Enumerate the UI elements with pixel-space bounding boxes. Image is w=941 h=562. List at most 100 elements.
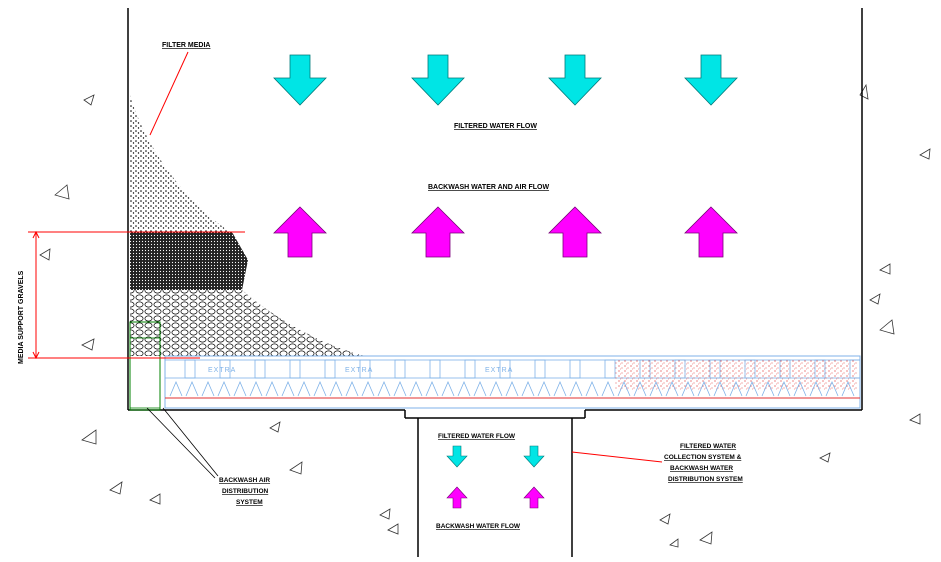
underdrain-arch <box>233 380 247 397</box>
underdrain-arch <box>585 380 599 397</box>
underdrain-arch <box>761 380 775 397</box>
underdrain-nozzle <box>429 359 441 379</box>
underdrain-nozzle <box>254 359 266 379</box>
underdrain-arch <box>649 380 663 397</box>
underdrain-arch <box>809 380 823 397</box>
filter-media-label: FILTER MEDIA <box>162 42 210 49</box>
filtered-flow-arrow-1 <box>273 54 327 106</box>
underdrain-nozzle <box>499 359 511 379</box>
channel-backwash-arrow-1 <box>446 486 468 509</box>
filtered-water-flow-label: FILTERED WATER FLOW <box>454 123 537 130</box>
underdrain-arch <box>569 380 583 397</box>
underdrain-nozzle <box>464 359 476 379</box>
underdrain-label-2: EXTRA <box>345 367 373 374</box>
gravel-layer-coarse <box>130 290 365 356</box>
gravel-layer-dense <box>130 232 248 290</box>
channel-backwash-water-flow-label: BACKWASH WATER FLOW <box>436 523 521 530</box>
underdrain-arch <box>729 380 743 397</box>
backwash-flow-arrows <box>273 206 738 258</box>
filtered-flow-arrow-4 <box>684 54 738 106</box>
underdrain-arch <box>521 380 535 397</box>
underdrain-arch <box>697 380 711 397</box>
media-support-gravels-label: MEDIA SUPPORT GRAVELS <box>18 270 25 364</box>
backwash-water-air-flow-label: BACKWASH WATER AND AIR FLOW <box>428 184 549 191</box>
underdrain-arch <box>217 380 231 397</box>
underdrain-arch <box>777 380 791 397</box>
underdrain-nozzle <box>639 359 651 379</box>
underdrain-arch <box>249 380 263 397</box>
media-support-bracket <box>28 230 245 360</box>
underdrain-arch <box>537 380 551 397</box>
underdrain-arch <box>713 380 727 397</box>
underdrain-arch <box>265 380 279 397</box>
underdrain-arch <box>409 380 423 397</box>
underdrain-arch <box>601 380 615 397</box>
backwash-air-distribution-label: BACKWASH AIR DISTRIBUTION SYSTEM <box>219 477 270 506</box>
underdrain-system: EXTRA EXTRA EXTRA <box>164 355 861 409</box>
underdrain-arch <box>441 380 455 397</box>
underdrain-nozzle <box>289 359 301 379</box>
backwash-flow-arrow-3 <box>548 206 602 258</box>
backwash-flow-arrow-2 <box>411 206 465 258</box>
underdrain-arch <box>377 380 391 397</box>
collection-label-line-1: FILTERED WATER <box>680 443 736 450</box>
underdrain-arch <box>169 380 183 397</box>
underdrain-arch <box>793 380 807 397</box>
underdrain-arch <box>313 380 327 397</box>
channel-backwash-arrow-2 <box>523 486 545 509</box>
backwash-air-label-line-2: DISTRIBUTION <box>222 488 269 495</box>
underdrain-arch <box>185 380 199 397</box>
air-header-box <box>129 337 161 409</box>
collection-system-leader <box>571 451 663 463</box>
underdrain-arch <box>425 380 439 397</box>
underdrain-arch <box>489 380 503 397</box>
underdrain-nozzle <box>674 359 686 379</box>
underdrain-arch <box>825 380 839 397</box>
underdrain-nozzle <box>569 359 581 379</box>
tank-walls <box>127 8 863 411</box>
channel-filtered-arrow-2 <box>523 445 545 468</box>
filter-media-leader <box>149 51 189 136</box>
concrete-hatch <box>39 83 931 548</box>
channel-filtered-water-flow-label: FILTERED WATER FLOW <box>438 433 516 440</box>
filtered-flow-arrows <box>273 54 738 106</box>
underdrain-nozzle <box>709 359 721 379</box>
underdrain-nozzle <box>814 359 826 379</box>
backwash-air-label-line-3: SYSTEM <box>236 499 263 506</box>
effluent-channel <box>404 410 586 557</box>
backwash-air-label-line-1: BACKWASH AIR <box>219 477 270 484</box>
underdrain-nozzle <box>359 359 371 379</box>
underdrain-arch <box>201 380 215 397</box>
backwash-flow-arrow-1 <box>273 206 327 258</box>
underdrain-arch <box>281 380 295 397</box>
collection-system-label: FILTERED WATER COLLECTION SYSTEM & BACKW… <box>664 443 743 483</box>
underdrain-arch <box>745 380 759 397</box>
collection-label-line-2: COLLECTION SYSTEM & <box>664 454 742 461</box>
underdrain-arch <box>345 380 359 397</box>
underdrain-arch <box>505 380 519 397</box>
underdrain-arch <box>553 380 567 397</box>
underdrain-arch <box>633 380 647 397</box>
filtered-flow-arrow-3 <box>548 54 602 106</box>
backwash-air-leaders <box>146 407 219 479</box>
underdrain-label-3: EXTRA <box>485 367 513 374</box>
underdrain-nozzle <box>184 359 196 379</box>
underdrain-arch <box>457 380 471 397</box>
underdrain-nozzle <box>324 359 336 379</box>
underdrain-nozzle <box>604 359 616 379</box>
underdrain-nozzle <box>534 359 546 379</box>
underdrain-nozzle <box>744 359 756 379</box>
underdrain-arch <box>473 380 487 397</box>
collection-label-line-4: DISTRIBUTION SYSTEM <box>668 476 743 483</box>
underdrain-nozzle <box>219 359 231 379</box>
channel-filtered-arrow-1 <box>446 445 468 468</box>
underdrain-arch <box>393 380 407 397</box>
underdrain-arch <box>841 380 855 397</box>
underdrain-arch <box>665 380 679 397</box>
underdrain-nozzle <box>849 359 861 379</box>
filtered-flow-arrow-2 <box>411 54 465 106</box>
backwash-flow-arrow-4 <box>684 206 738 258</box>
underdrain-nozzle <box>394 359 406 379</box>
